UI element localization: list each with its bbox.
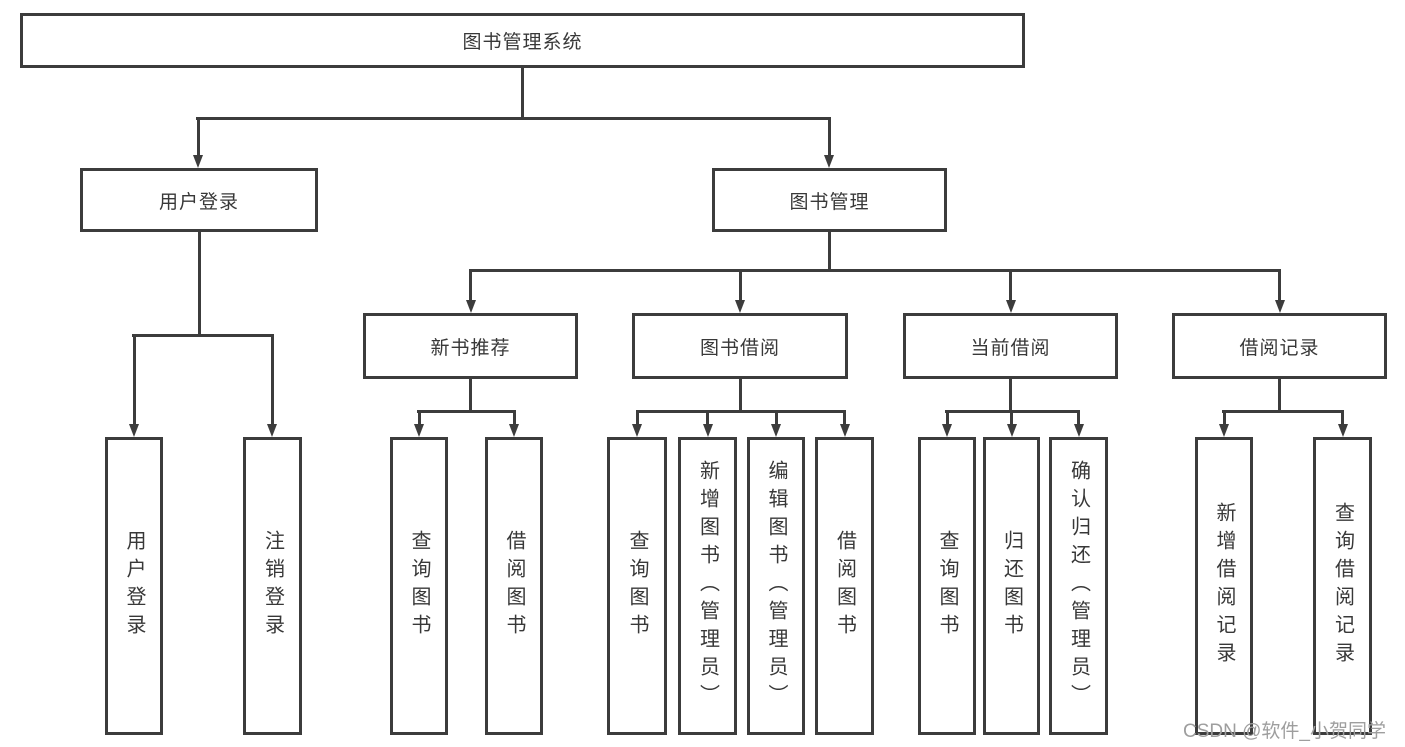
node-book-management: 图书管理 (712, 168, 947, 232)
leaf-user-login-label: 用户登录 (123, 530, 145, 642)
leaf-add-borrowing-record: 新增借阅记录 (1195, 437, 1253, 735)
connector-to-current-borrowing (1005, 269, 1016, 313)
arrowhead-icon (129, 424, 139, 437)
arrowhead-icon (735, 300, 745, 313)
connector-to-leaf-return-books (1006, 410, 1017, 437)
arrowhead-icon (824, 155, 834, 168)
connector-to-leaf-search-books-3 (942, 410, 952, 437)
connector-to-leaf-user-login (129, 334, 139, 437)
connector-to-leaf-logout (267, 334, 277, 437)
connector-book-management-stem (828, 232, 831, 270)
node-user-login: 用户登录 (80, 168, 318, 232)
connector-to-leaf-add-borrow-record (1219, 410, 1229, 437)
leaf-add-borrowing-record-label: 新增借阅记录 (1213, 502, 1235, 670)
node-current-borrowing: 当前借阅 (903, 313, 1118, 379)
leaf-search-books-current: 查询图书 (918, 437, 976, 735)
leaf-confirm-return-admin: 确认归还（管理员） (1049, 437, 1108, 735)
leaf-edit-books-admin-label: 编辑图书（管理员） (765, 460, 787, 712)
node-new-book-recommendation-label: 新书推荐 (430, 337, 511, 359)
connector-to-new-book-recommendation (465, 269, 476, 313)
node-borrowing-records-label: 借阅记录 (1239, 337, 1320, 359)
arrowhead-icon (1219, 424, 1229, 437)
arrowhead-icon (771, 424, 781, 437)
arrowhead-icon (509, 424, 519, 437)
arrowhead-icon (1274, 300, 1285, 313)
node-borrowing-records: 借阅记录 (1172, 313, 1387, 379)
arrowhead-icon (942, 424, 952, 437)
connector-root-to-book-management (824, 117, 834, 168)
node-library-system: 图书管理系统 (20, 13, 1025, 68)
arrowhead-icon (839, 424, 850, 437)
leaf-search-books-borrowing-label: 查询图书 (626, 530, 648, 642)
node-book-borrowing-label: 图书借阅 (699, 337, 780, 359)
connector-current-borrowing-stem (1009, 379, 1012, 411)
leaf-logout: 注销登录 (243, 437, 302, 735)
node-book-management-label: 图书管理 (789, 191, 870, 213)
connector-to-leaf-borrow-books-2 (839, 410, 850, 437)
arrowhead-icon (1006, 424, 1017, 437)
leaf-return-books-label: 归还图书 (1000, 530, 1023, 642)
connector-root-to-user-login (193, 117, 203, 168)
leaf-search-borrowing-record-label: 查询借阅记录 (1331, 502, 1354, 670)
connector-to-leaf-search-books-1 (414, 410, 424, 437)
leaf-search-books-recommendation: 查询图书 (390, 437, 448, 735)
connector-to-leaf-add-books (702, 410, 713, 437)
arrowhead-icon (1337, 424, 1348, 437)
connector-to-leaf-search-books-2 (632, 410, 642, 437)
node-user-login-label: 用户登录 (158, 191, 239, 213)
connector-user-login-stem (197, 232, 201, 335)
leaf-logout-label: 注销登录 (261, 530, 284, 642)
leaf-confirm-return-admin-label: 确认归还（管理员） (1067, 460, 1090, 712)
connector-new-book-recommendation-stem (469, 379, 472, 411)
connector-book-management-bar (469, 269, 1280, 272)
leaf-search-books-current-label: 查询图书 (936, 530, 958, 642)
leaf-add-books-admin-label: 新增图书（管理员） (696, 460, 719, 712)
leaf-borrow-books-borrowing-label: 借阅图书 (833, 530, 856, 642)
connector-book-borrowing-stem (738, 379, 742, 411)
arrowhead-icon (632, 424, 642, 437)
connector-borrowing-records-bar (1222, 410, 1344, 413)
connector-to-borrowing-records (1274, 269, 1285, 313)
connector-to-leaf-search-borrow-record (1337, 410, 1348, 437)
leaf-edit-books-admin: 编辑图书（管理员） (747, 437, 805, 735)
node-library-system-label: 图书管理系统 (462, 32, 583, 53)
node-book-borrowing: 图书借阅 (632, 313, 848, 379)
arrowhead-icon (414, 424, 424, 437)
csdn-watermark: CSDN @软件_小贺同学 (1183, 721, 1386, 742)
arrowhead-icon (1073, 424, 1084, 437)
arrowhead-icon (193, 155, 203, 168)
connector-root-bar (196, 117, 831, 120)
leaf-search-books-borrowing: 查询图书 (607, 437, 667, 735)
connector-new-book-recommendation-bar (417, 410, 516, 413)
leaf-search-borrowing-record: 查询借阅记录 (1313, 437, 1372, 735)
connector-user-login-bar (132, 334, 274, 337)
connector-book-borrowing-bar (636, 410, 846, 413)
arrowhead-icon (267, 424, 277, 437)
arrowhead-icon (1005, 300, 1016, 313)
node-current-borrowing-label: 当前借阅 (970, 337, 1051, 359)
connector-borrowing-records-stem (1278, 379, 1281, 411)
arrowhead-icon (702, 424, 713, 437)
connector-to-leaf-borrow-books-1 (509, 410, 519, 437)
leaf-return-books: 归还图书 (983, 437, 1040, 735)
leaf-borrow-books-recommendation-label: 借阅图书 (503, 530, 525, 642)
arrowhead-icon (465, 300, 476, 313)
leaf-add-books-admin: 新增图书（管理员） (678, 437, 737, 735)
leaf-search-books-recommendation-label: 查询图书 (408, 530, 430, 642)
leaf-borrow-books-recommendation: 借阅图书 (485, 437, 543, 735)
leaf-user-login: 用户登录 (105, 437, 163, 735)
leaf-borrow-books-borrowing: 借阅图书 (815, 437, 874, 735)
connector-to-book-borrowing (735, 269, 745, 313)
connector-to-leaf-edit-books (771, 410, 781, 437)
connector-root-stem (521, 68, 524, 118)
node-new-book-recommendation: 新书推荐 (363, 313, 578, 379)
connector-to-leaf-confirm-return (1073, 410, 1084, 437)
